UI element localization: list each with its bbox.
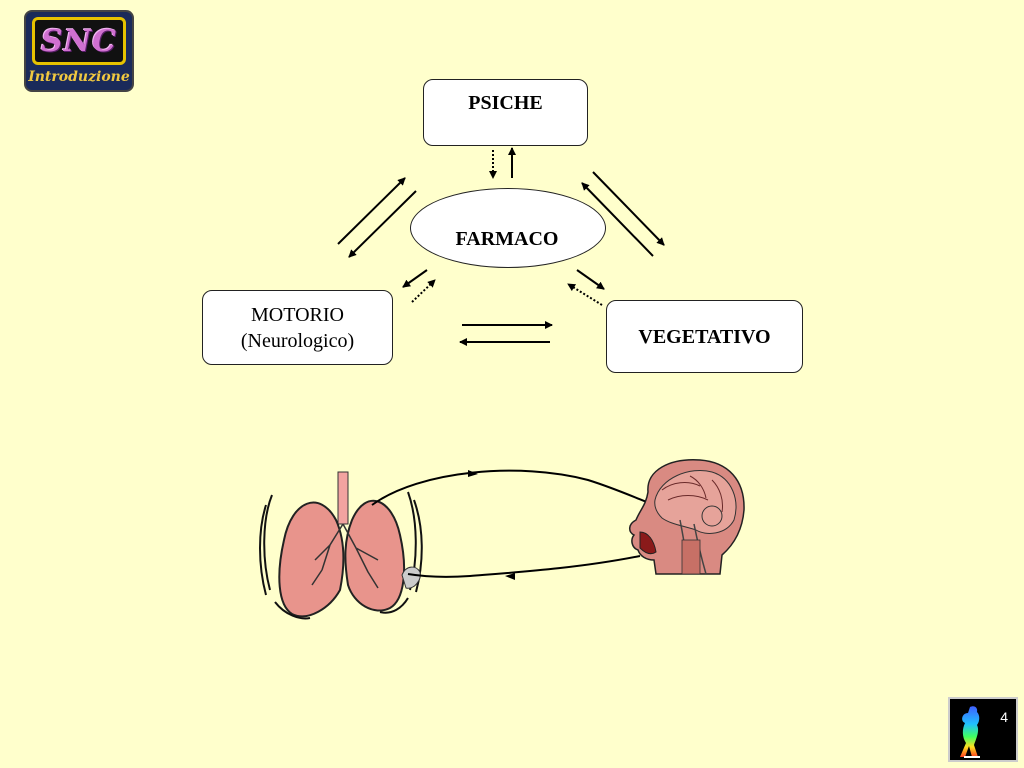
motorio-sublabel: (Neurologico) xyxy=(240,329,355,352)
figure-icon xyxy=(960,706,980,758)
nerve-connector-icon xyxy=(401,566,421,589)
logo-subtitle: Introduzione xyxy=(28,69,130,85)
arrow-motorio-to-farmaco xyxy=(411,279,436,303)
farmaco-ellipse xyxy=(410,188,606,268)
arrow-farmaco-to-motorio xyxy=(402,269,428,288)
logo-title: SNC xyxy=(41,23,117,59)
lungs-icon xyxy=(259,471,423,620)
arrow-vegetativo-to-psiche xyxy=(581,182,654,257)
slide-nav-button[interactable]: 4 xyxy=(948,697,1018,762)
arrow-vegetativo-to-farmaco xyxy=(567,283,603,306)
motorio-box: MOTORIO (Neurologico) xyxy=(202,290,393,365)
slide-number: 4 xyxy=(1000,709,1008,725)
psiche-box: PSICHE xyxy=(423,79,588,146)
logo-badge: SNC xyxy=(32,17,126,65)
snc-logo: SNC Introduzione xyxy=(24,10,134,92)
farmaco-label: FARMACO xyxy=(455,228,559,250)
nerve-brain-to-lungs xyxy=(407,555,641,578)
arrow-psiche-to-vegetativo xyxy=(592,171,665,246)
psiche-label: PSICHE xyxy=(468,92,543,114)
arrow-motorio-to-psiche xyxy=(337,177,406,245)
head-anatomy-icon xyxy=(629,459,745,575)
nerve-lungs-to-brain xyxy=(371,469,673,513)
vegetativo-box: VEGETATIVO xyxy=(606,300,803,373)
vegetativo-label: VEGETATIVO xyxy=(638,325,771,348)
arrow-psiche-to-motorio xyxy=(348,190,417,258)
arrow-farmaco-to-vegetativo xyxy=(576,269,605,290)
motorio-label: MOTORIO xyxy=(251,303,344,326)
